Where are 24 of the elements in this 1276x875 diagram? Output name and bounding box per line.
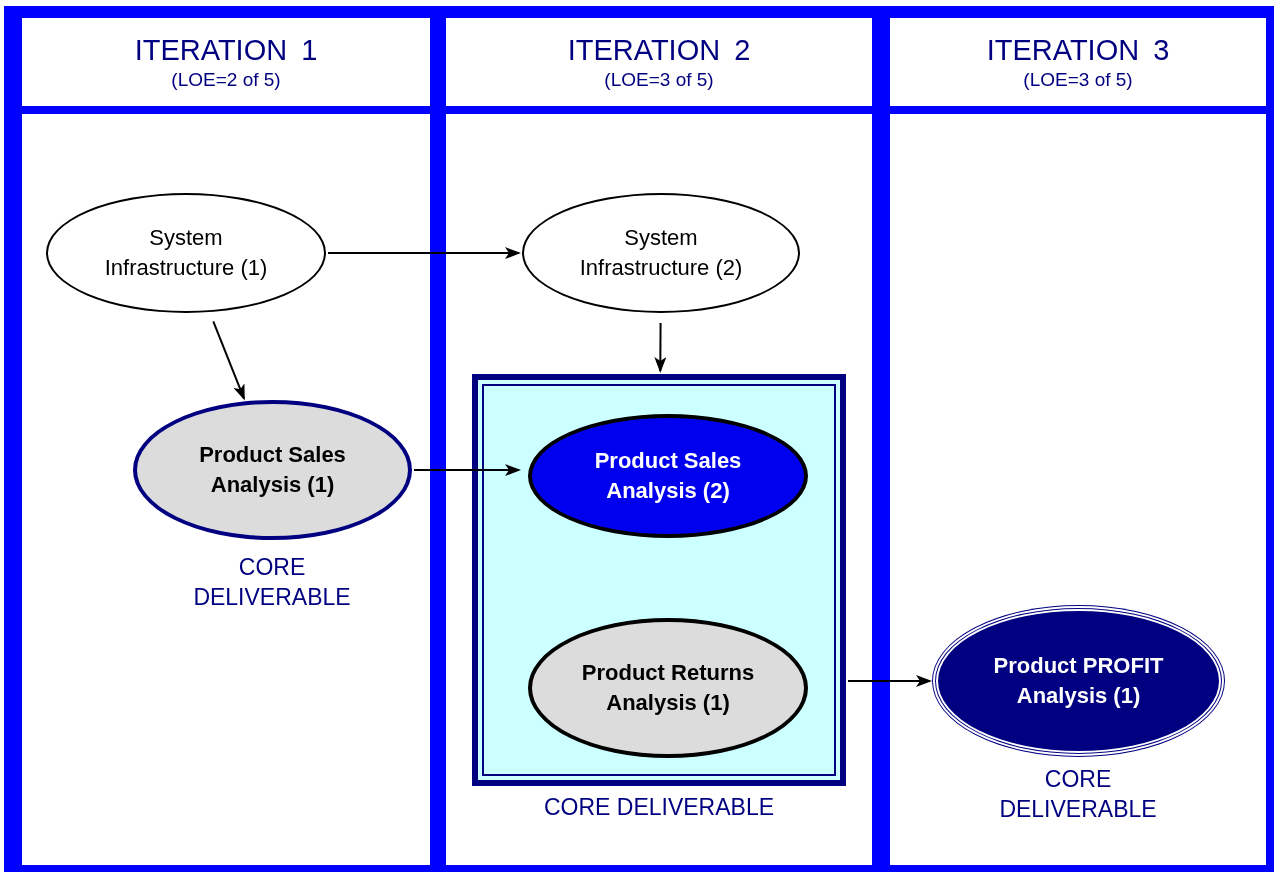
lane-title: ITERATION 2	[567, 33, 751, 68]
arrow	[212, 320, 246, 401]
swimlane	[890, 18, 1266, 865]
node-label: Product Sales Analysis (2)	[593, 447, 743, 505]
lane-subtitle: (LOE=3 of 5)	[1023, 68, 1133, 92]
arrow	[327, 247, 521, 259]
node-caption: CORE DELIVERABLE	[998, 765, 1158, 824]
node-label: Product Sales Analysis (1)	[198, 441, 347, 499]
swimlane	[446, 18, 872, 865]
swimlane	[22, 18, 430, 865]
node-label: System Infrastructure (1)	[103, 224, 269, 282]
node-caption: CORE DELIVERABLE	[192, 553, 352, 612]
lane-title: ITERATION 1	[134, 33, 318, 68]
arrow	[413, 464, 521, 476]
lane-subtitle: (LOE=2 of 5)	[171, 68, 281, 92]
node-label: Product Returns Analysis (1)	[580, 659, 756, 717]
node-caption: CORE DELIVERABLE	[542, 793, 776, 822]
node-label: System Infrastructure (2)	[578, 224, 744, 282]
arrow	[654, 322, 667, 373]
group-box	[472, 374, 846, 786]
arrow	[847, 675, 932, 687]
node-label: Product PROFIT Analysis (1)	[992, 652, 1165, 710]
lane-subtitle: (LOE=3 of 5)	[604, 68, 714, 92]
lane-title: ITERATION 3	[986, 33, 1170, 68]
